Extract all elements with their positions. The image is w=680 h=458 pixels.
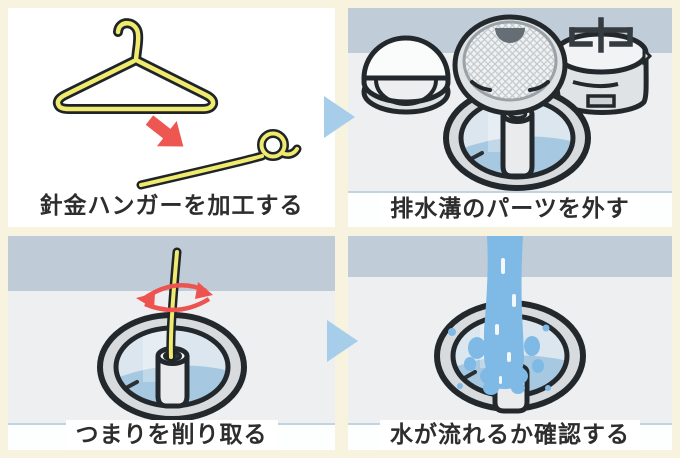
drain-parts-illustration <box>348 8 672 191</box>
drain-opening-icon <box>97 312 247 422</box>
next-step-arrow-icon <box>327 320 358 362</box>
drain-pipe-icon <box>155 346 190 409</box>
cleaning-wire-icon <box>166 247 182 362</box>
next-step-arrow-icon <box>324 96 355 138</box>
wire-hanger-icon <box>52 18 219 114</box>
step-caption: つまりを削り取る <box>65 420 278 449</box>
rotation-arrows-icon <box>136 282 213 313</box>
wire-hanger-illustration <box>52 18 302 190</box>
wire-in-drain-illustration <box>8 236 335 422</box>
water-flow-illustration <box>348 236 672 414</box>
step-caption: 排水溝のパーツを外す <box>380 194 640 223</box>
step-panel-4: 水が流れるか確認する <box>348 236 672 450</box>
water-stream-icon <box>448 236 551 395</box>
transform-arrow-icon <box>145 115 184 147</box>
step-caption: 水が流れるか確認する <box>380 420 640 449</box>
drain-pipe-icon <box>500 104 535 179</box>
step-panel-2: 排水溝のパーツを外す <box>348 8 672 227</box>
step-caption: 針金ハンガーを加工する <box>29 191 314 220</box>
strainer-basket-icon <box>452 14 568 116</box>
step-panel-1: 針金ハンガーを加工する <box>8 8 335 227</box>
step-panel-3: つまりを削り取る <box>8 236 335 450</box>
dome-cover-icon <box>361 35 451 115</box>
bent-wire-icon <box>136 129 302 190</box>
